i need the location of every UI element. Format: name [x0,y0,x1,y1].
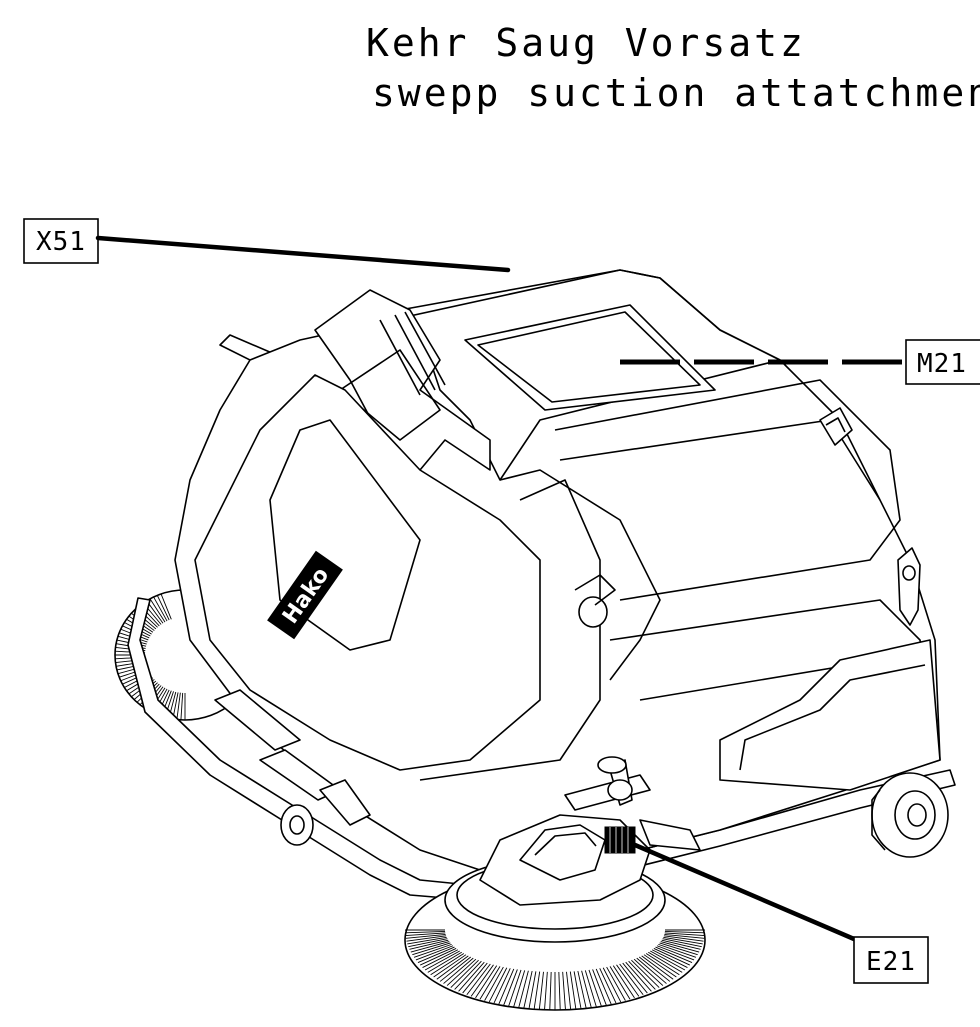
foot-plate-rear [214,689,301,751]
side-connector [819,407,853,446]
callout-e21: E21 [632,842,929,984]
connector-block [604,826,636,854]
callout-m21: M21 [620,339,980,385]
side-latch [574,574,616,628]
callout-m21-label: M21 [917,349,967,379]
callout-e21-leader [632,842,857,942]
front-wheel [871,772,949,858]
side-divider [499,469,661,681]
title-line2: swepp suction attatchment [372,71,980,115]
rear-access-panel [719,639,941,791]
title-line1: Kehr Saug Vorsatz [366,21,806,65]
callout-x51-label: X51 [36,227,86,257]
callout-x51: X51 [23,218,511,273]
callout-x51-leader [95,235,511,273]
brush-arm [564,756,701,851]
rear-wheel [280,804,314,846]
sweeper-machine-drawing: Hako [114,269,956,1011]
callout-e21-label: E21 [866,947,916,977]
rear-lever [897,547,921,626]
